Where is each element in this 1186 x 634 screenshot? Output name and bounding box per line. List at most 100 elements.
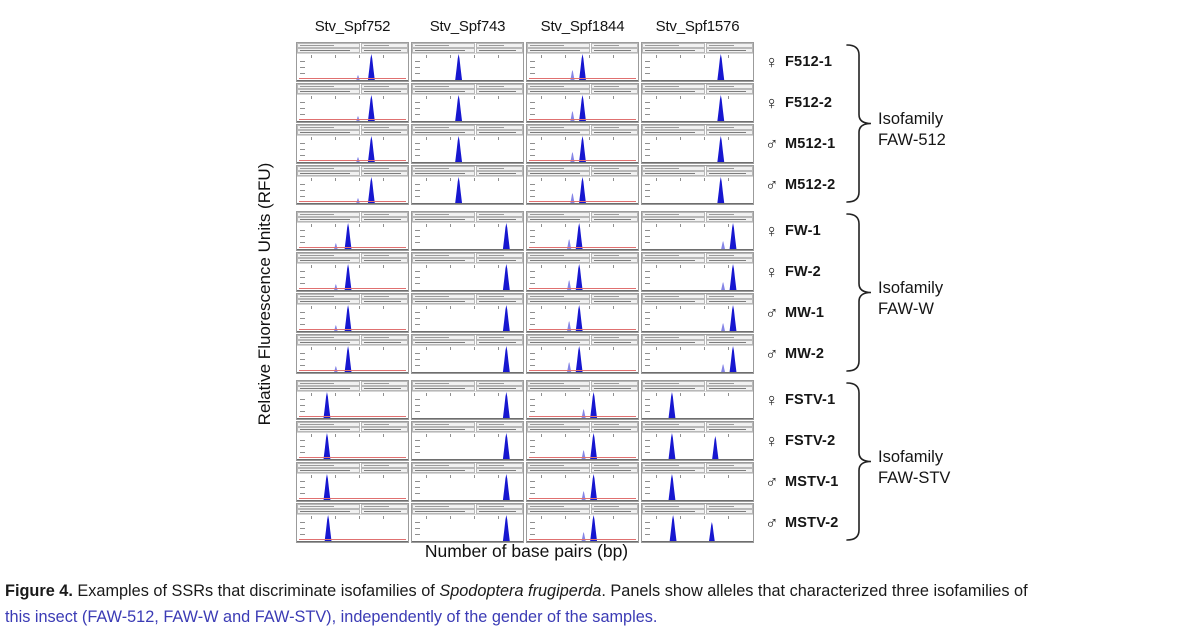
file-text-cell	[527, 386, 591, 391]
panel-header-strip	[412, 212, 523, 217]
panel-subheader-strip	[642, 171, 753, 176]
male-icon: ♂	[765, 133, 779, 154]
file-text-cell	[527, 89, 591, 94]
allele-peak	[455, 54, 463, 80]
sample-file-cell	[527, 84, 591, 89]
name-text-cell	[476, 427, 523, 432]
panel-header-strip	[297, 84, 408, 89]
panel-header-strip	[412, 381, 523, 386]
y-axis-label: Relative Fluorescence Units (RFU)	[255, 162, 274, 426]
sample-label-row: ♂MSTV-2	[765, 503, 845, 543]
file-text-cell	[527, 340, 591, 345]
trace-plot	[642, 135, 753, 163]
sample-name-cell	[591, 294, 638, 299]
panel-header-strip	[527, 335, 638, 340]
trace-plot	[642, 473, 753, 501]
name-text-cell	[706, 340, 753, 345]
name-text-cell	[591, 468, 638, 473]
allele-peak	[717, 177, 725, 203]
allele-peak	[575, 223, 583, 249]
sample-file-cell	[412, 504, 476, 509]
name-text-cell	[476, 89, 523, 94]
file-text-cell	[642, 48, 706, 53]
name-text-cell	[476, 258, 523, 263]
allele-peak	[344, 346, 352, 372]
sample-name-cell	[591, 381, 638, 386]
electropherogram-panel	[296, 252, 409, 292]
sample-file-cell	[642, 335, 706, 340]
sample-file-cell	[642, 84, 706, 89]
panel-header-strip	[412, 166, 523, 171]
panel-subheader-strip	[527, 258, 638, 263]
sample-name-cell	[706, 335, 753, 340]
isofamily-label-group: ♀FSTV-1♀FSTV-2♂MSTV-1♂MSTV-2	[765, 380, 845, 543]
threshold-line	[529, 539, 636, 540]
panel-header-strip	[297, 212, 408, 217]
sample-file-cell	[412, 212, 476, 217]
allele-peak	[323, 433, 331, 459]
electropherogram-panel	[296, 165, 409, 205]
file-text-cell	[642, 89, 706, 94]
allele-peak	[709, 522, 715, 541]
name-text-cell	[361, 386, 408, 391]
isofamily-panel-group	[296, 211, 754, 374]
panel-header-strip	[527, 463, 638, 468]
trace-plot	[527, 345, 638, 373]
electropherogram-panel	[296, 211, 409, 251]
sample-name-cell	[706, 504, 753, 509]
allele-peak	[729, 305, 737, 331]
panel-subheader-strip	[412, 386, 523, 391]
sample-label-row: ♂MW-2	[765, 334, 845, 374]
trace-plot	[527, 263, 638, 291]
electropherogram-panel	[296, 462, 409, 502]
allele-peak	[502, 346, 510, 372]
file-text-cell	[642, 217, 706, 222]
panel-subheader-strip	[412, 89, 523, 94]
electropherogram-panel	[641, 380, 754, 420]
female-icon: ♀	[765, 51, 779, 72]
panel-subheader-strip	[527, 340, 638, 345]
file-text-cell	[297, 171, 361, 176]
electropherogram-panel	[296, 42, 409, 82]
sample-file-cell	[527, 335, 591, 340]
name-text-cell	[706, 509, 753, 514]
allele-peak	[567, 362, 572, 372]
name-text-cell	[361, 427, 408, 432]
name-text-cell	[706, 217, 753, 222]
sample-file-cell	[642, 125, 706, 130]
allele-peak	[334, 366, 338, 372]
panel-header-strip	[527, 504, 638, 509]
file-text-cell	[297, 509, 361, 514]
trace-plot	[412, 514, 523, 542]
x-axis-label: Number of base pairs (bp)	[424, 541, 629, 561]
allele-peak	[575, 264, 583, 290]
name-text-cell	[361, 217, 408, 222]
panel-header-strip	[527, 166, 638, 171]
trace-plot	[297, 391, 408, 419]
sample-name-cell	[476, 166, 523, 171]
allele-peak	[729, 264, 737, 290]
threshold-line	[529, 160, 636, 161]
column-header: Stv_Spf1576	[655, 18, 740, 35]
panel-header-strip	[527, 212, 638, 217]
file-text-cell	[642, 468, 706, 473]
panel-subheader-strip	[642, 299, 753, 304]
threshold-line	[299, 416, 406, 417]
electropherogram-panel	[526, 83, 639, 123]
file-text-cell	[527, 258, 591, 263]
name-text-cell	[591, 258, 638, 263]
panel-subheader-strip	[297, 48, 408, 53]
panel-subheader-strip	[412, 427, 523, 432]
name-text-cell	[476, 468, 523, 473]
electropherogram-panel	[526, 503, 639, 543]
panel-subheader-strip	[297, 217, 408, 222]
panel-subheader-strip	[642, 89, 753, 94]
allele-peak	[717, 95, 725, 121]
trace-plot	[412, 176, 523, 204]
panel-subheader-strip	[527, 427, 638, 432]
electropherogram-panel	[411, 334, 524, 374]
panel-header-strip	[527, 84, 638, 89]
allele-peak	[721, 364, 725, 372]
panel-header-strip	[412, 253, 523, 258]
sample-name-cell	[361, 212, 408, 217]
